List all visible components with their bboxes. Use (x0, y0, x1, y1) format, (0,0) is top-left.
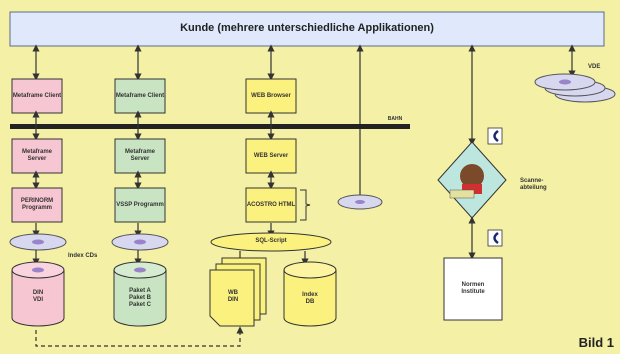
col1-db-line1: DIN (32, 290, 44, 296)
col2-app-box (114, 187, 166, 223)
col2-db-cylinder (113, 270, 167, 327)
col3-server-box (245, 138, 297, 174)
col2-server-label: Metaframe Server (124, 149, 155, 162)
scan-dept-label: Scanne-abteilung (520, 178, 547, 191)
remote-box-line2: Institute (461, 289, 485, 295)
vde-label: VDE (588, 64, 601, 70)
col2-db-line2: Paket B (128, 295, 151, 301)
col1-app-label: PERINORM Programm (20, 198, 54, 211)
network-label: BAHN (387, 116, 403, 122)
col3-docs-line2: DIN (227, 297, 239, 303)
col3-sql-label: SQL-Script (255, 238, 287, 244)
col3-app-bracket (300, 189, 311, 221)
col3-index-line1: Index (302, 292, 318, 298)
col3-app-box (245, 187, 297, 223)
client-bar-title: Kunde (mehrere unterschiedliche Applikat… (180, 22, 434, 34)
col3-sql-ellipse (210, 232, 332, 252)
col3-app-label: ACOSTRO HTML (246, 201, 296, 208)
col2-db-line3: Paket C (128, 302, 151, 308)
col3-client-box (245, 78, 297, 114)
client-bar (9, 11, 605, 47)
col1-client-box (11, 78, 63, 114)
col3-doc-stack-front (209, 269, 255, 327)
remote-box (443, 257, 503, 321)
dashed-link (35, 326, 244, 347)
col3-index-cylinder (283, 270, 337, 327)
col3-client-label: WEB Browser (251, 92, 291, 99)
index-cds-label: Index CDs (68, 253, 98, 259)
remote-box-line1: Normen (461, 282, 485, 288)
col1-client-label: Metaframe Client (12, 92, 62, 99)
col1-db-cylinder (11, 270, 65, 327)
col1-server-label: Metaframe Server (21, 149, 52, 162)
col1-app-box (11, 187, 63, 223)
col2-db-line1: Paket A (129, 288, 151, 294)
col3-index-line2: DB (305, 299, 315, 305)
col3-docs-line1: WB (228, 290, 238, 296)
col3-server-label: WEB Server (253, 152, 289, 159)
col2-app-label: VSSP Programm (116, 201, 164, 208)
col2-client-label: Metaframe Client (115, 92, 165, 99)
network-bar (10, 124, 410, 129)
figure-label: Bild 1 (578, 335, 614, 350)
col1-db-line2: VDI (32, 297, 43, 303)
scan-person-icon (460, 164, 484, 188)
